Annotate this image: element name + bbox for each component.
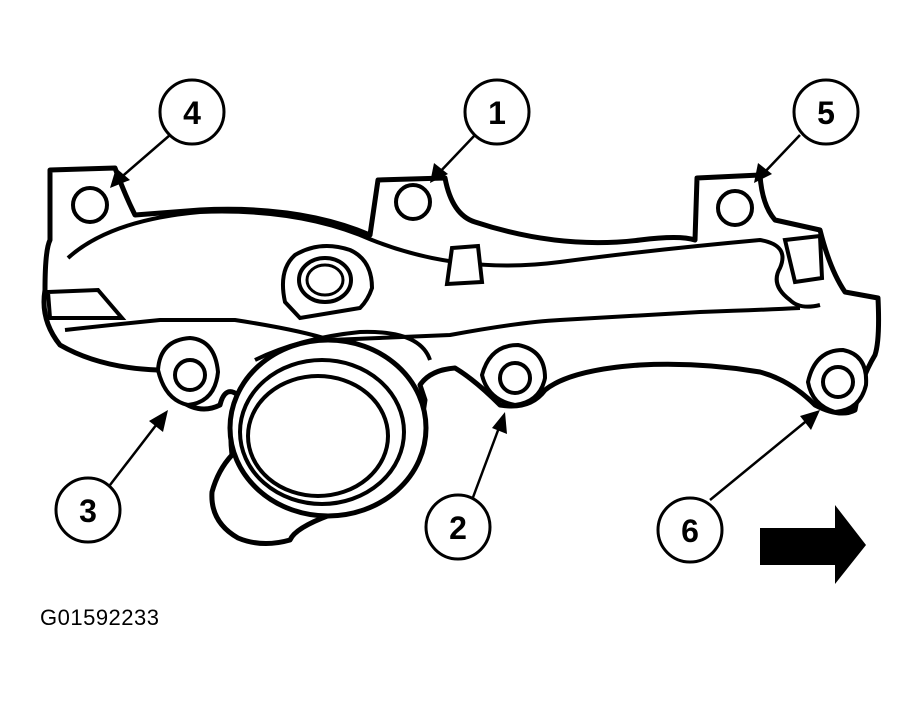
bolt-boss-3 <box>155 335 221 408</box>
outlet-flange-ring <box>238 358 406 506</box>
leader-4 <box>110 134 171 188</box>
leader-5 <box>754 134 801 183</box>
callout-3-label: 3 <box>79 493 97 529</box>
callout-1-label: 1 <box>488 95 506 131</box>
figure-code: G01592233 <box>40 605 160 630</box>
callout-4: 4 <box>158 78 226 146</box>
outlet-opening <box>246 374 390 498</box>
callout-6: 6 <box>656 496 724 564</box>
callout-2-label: 2 <box>449 510 467 546</box>
bolt-boss-6 <box>805 347 869 415</box>
left-end-tab <box>45 287 127 320</box>
leader-3 <box>109 410 168 486</box>
leader-1 <box>430 134 476 183</box>
bolt-boss-4 <box>71 186 109 224</box>
callout-6-label: 6 <box>681 513 699 549</box>
callout-5: 5 <box>792 78 860 146</box>
center-tab <box>444 243 485 287</box>
right-end-bracket <box>782 233 825 285</box>
bolt-boss-1 <box>394 183 432 221</box>
arrow-right-icon <box>760 505 866 584</box>
callout-1: 1 <box>463 78 531 146</box>
callout-3: 3 <box>54 476 122 544</box>
manifold-runner-lower <box>64 306 801 343</box>
manifold-runner <box>66 209 821 309</box>
callout-5-label: 5 <box>817 95 835 131</box>
bolt-boss-2 <box>479 342 548 408</box>
leader-2 <box>470 412 507 501</box>
egr-port-inner <box>305 263 345 297</box>
callout-4-label: 4 <box>183 95 201 131</box>
bolt-boss-5 <box>716 189 754 227</box>
leader-6 <box>709 410 820 501</box>
callout-2: 2 <box>424 493 492 561</box>
